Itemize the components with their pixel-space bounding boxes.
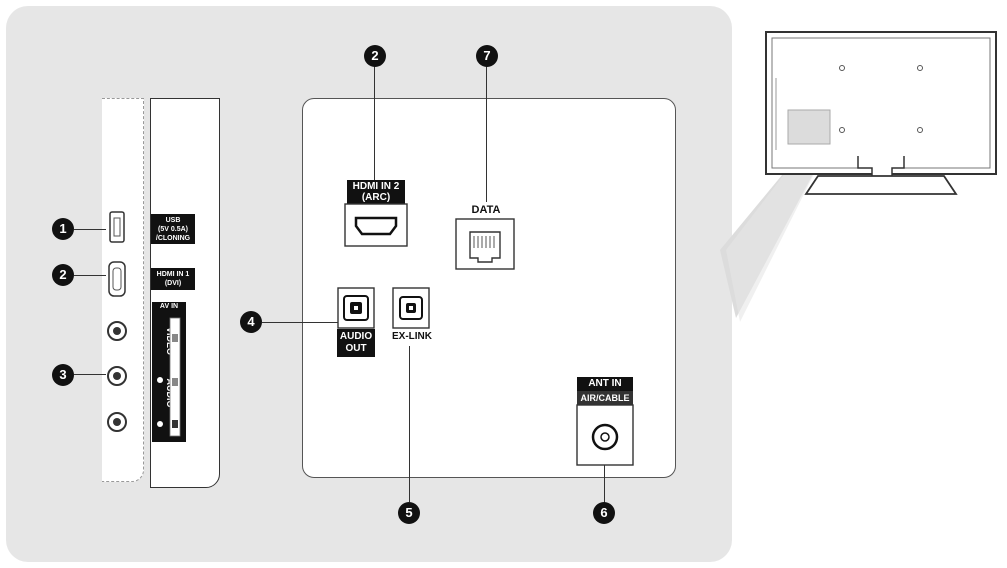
ant-in-label: ANT IN <box>577 377 633 391</box>
usb-port[interactable] <box>109 211 125 243</box>
callout-2-top: 2 <box>364 45 386 67</box>
audio-out-label-line1: AUDIO <box>339 331 373 342</box>
callout-7: 7 <box>476 45 498 67</box>
tv-connector-area <box>787 109 831 145</box>
usb-label-line2: (5V 0.5A) <box>158 226 188 233</box>
hdmi-in-1-label-line1: HDMI IN 1 <box>156 271 190 278</box>
usb-label-line1: USB <box>165 217 181 224</box>
leader-line-6 <box>604 465 606 503</box>
tv-mount-holes <box>839 65 923 133</box>
av-jack-audio-r[interactable] <box>107 412 127 432</box>
tv-frame <box>765 31 997 175</box>
av-jack-audio-l[interactable] <box>107 366 127 386</box>
av-in-label: AV IN <box>159 303 179 310</box>
data-label: DATA <box>471 204 501 216</box>
audio-out-label-line2: OUT <box>345 343 367 354</box>
callout-3: 3 <box>52 364 74 386</box>
leader-line-1 <box>74 229 106 231</box>
callout-5: 5 <box>398 502 420 524</box>
leader-line-2-top <box>374 62 376 182</box>
hdmi-in-2-label: HDMI IN 2 (ARC) <box>347 180 405 204</box>
hdmi-in-1-label: HDMI IN 1 (DVI) <box>151 268 195 290</box>
hdmi-in-2-label-line2: (ARC) <box>361 192 391 203</box>
audio-out-label: AUDIO OUT <box>337 329 375 357</box>
av-jack-video[interactable] <box>107 321 127 341</box>
hdmi-in-1-label-line2: (DVI) <box>164 280 182 287</box>
leader-line-3 <box>74 374 106 376</box>
leader-line-4 <box>262 322 338 324</box>
usb-label-line3: /CLONING <box>155 235 191 242</box>
ex-link-label: EX-LINK <box>392 331 432 342</box>
air-cable-label: AIR/CABLE <box>577 391 633 405</box>
hdmi-in-2-label-line1: HDMI IN 2 <box>352 181 400 192</box>
hdmi-in-1-port[interactable] <box>108 261 126 297</box>
leader-line-7 <box>486 62 488 202</box>
callout-6: 6 <box>593 502 615 524</box>
usb-label: USB (5V 0.5A) /CLONING <box>151 214 195 244</box>
leader-line-2-side <box>74 275 106 277</box>
callout-4: 4 <box>240 311 262 333</box>
leader-line-5 <box>409 346 411 502</box>
callout-1: 1 <box>52 218 74 240</box>
callout-2-side: 2 <box>52 264 74 286</box>
tv-stand <box>804 156 958 195</box>
